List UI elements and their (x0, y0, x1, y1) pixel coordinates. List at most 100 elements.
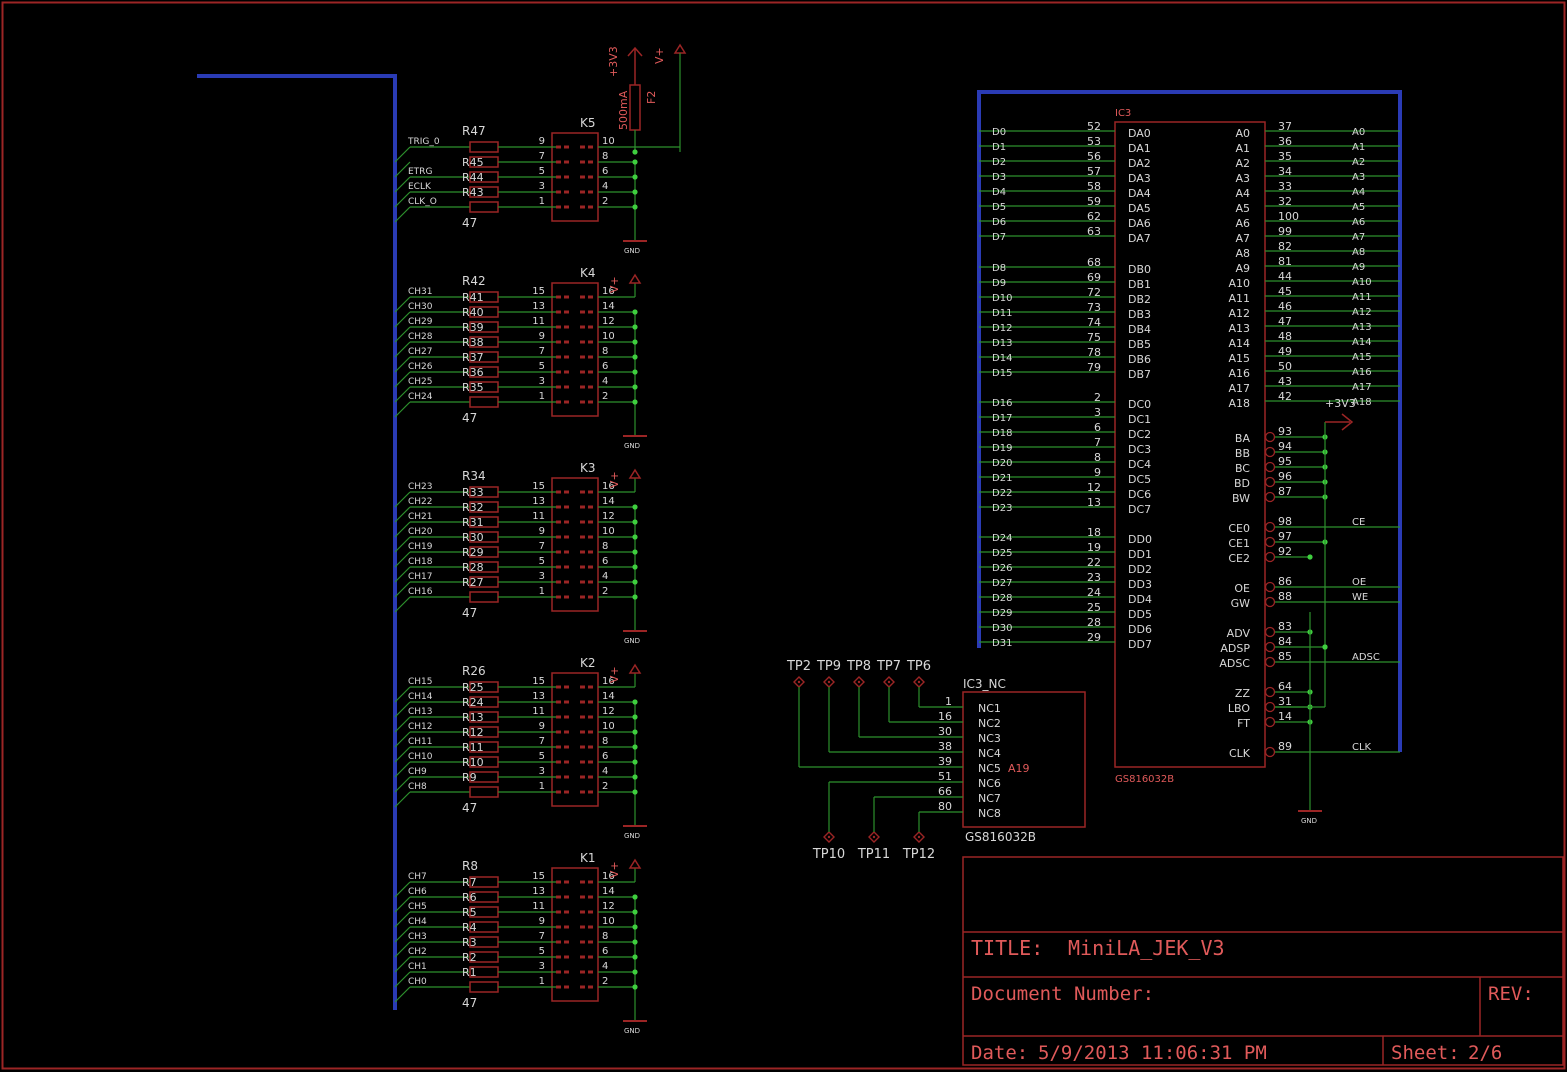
nc-pin-name: NC2 (978, 717, 1001, 730)
gnd-label: GND (624, 637, 640, 645)
fuse-value: 500mA (617, 90, 630, 130)
addr-pin-number: 49 (1278, 345, 1292, 358)
net-label: CH19 (408, 542, 433, 552)
resistor-name: R5 (462, 906, 477, 919)
pin-left: 3 (539, 181, 545, 192)
net-label: CH26 (408, 362, 433, 372)
vplus-symbol (628, 468, 642, 479)
bus-entry (394, 356, 411, 373)
data-pin-name: DC7 (1128, 503, 1151, 516)
sheet-label: Sheet: (1391, 1042, 1460, 1064)
data-pin-number: 6 (1094, 421, 1101, 434)
gnd-label: GND (624, 832, 640, 840)
nc-pin-number: 51 (938, 770, 952, 783)
vplus-label: V+ (608, 666, 621, 683)
junction-dot (1322, 644, 1328, 650)
pin-left: 7 (539, 346, 545, 357)
resistor-top-name: R34 (462, 469, 486, 483)
pin-left: 13 (532, 301, 545, 312)
ctrl-pin-number: 87 (1278, 485, 1292, 498)
addr-net-label: A16 (1352, 367, 1372, 378)
resistor-name: R29 (462, 546, 484, 559)
inverter-bubble (1264, 641, 1276, 653)
data-net-label: D16 (992, 398, 1012, 409)
addr-net-label: A17 (1352, 382, 1372, 393)
pin-left: 9 (539, 136, 545, 147)
pin-left: 11 (532, 316, 545, 327)
junction-dot (632, 369, 638, 375)
junction-dot (632, 504, 638, 510)
bus-entry (394, 206, 411, 223)
junction-dot (632, 729, 638, 735)
addr-net-label: A8 (1352, 247, 1365, 258)
sheet-value: 2/6 (1468, 1042, 1502, 1064)
testpoint-center (797, 680, 801, 684)
bus-entry (394, 386, 411, 403)
ctrl-pin-name: ADSP (1220, 642, 1250, 655)
bus-entry (394, 686, 411, 703)
nc-pin-name: NC5 (978, 762, 1001, 775)
data-pin-number: 24 (1087, 586, 1101, 599)
addr-pin-name: A5 (1235, 202, 1250, 215)
resistor-name: R37 (462, 351, 484, 364)
data-pin-number: 69 (1087, 271, 1101, 284)
pin-left: 5 (539, 361, 545, 372)
junction-dot (632, 324, 638, 330)
pin-right: 4 (602, 961, 608, 972)
net-label: CH14 (408, 692, 433, 702)
ctrl-pin-number: 93 (1278, 425, 1292, 438)
data-pin-number: 25 (1087, 601, 1101, 614)
testpoint-symbol (913, 831, 925, 843)
junction-dot (632, 399, 638, 405)
resistor-name: R4 (462, 921, 477, 934)
pin-left: 1 (539, 586, 545, 597)
inverter-bubble (1264, 431, 1276, 443)
junction-dot (632, 759, 638, 765)
data-net-label: D10 (992, 293, 1012, 304)
pin-left: 13 (532, 496, 545, 507)
data-pin-name: DC2 (1128, 428, 1151, 441)
testpoint-center (917, 680, 921, 684)
inverter-bubble (1264, 491, 1276, 503)
ctrl-pin-number: 83 (1278, 620, 1292, 633)
addr-pin-name: A16 (1228, 367, 1250, 380)
bus-entry (394, 776, 411, 793)
pin-right: 8 (602, 541, 608, 552)
junction-dot (632, 594, 638, 600)
resistor-name: R7 (462, 876, 477, 889)
ic3-bus (977, 90, 1402, 752)
testpoint-center (857, 680, 861, 684)
connector-name: K4 (580, 266, 596, 280)
bus-entry (394, 311, 411, 328)
ic3-nc-body (962, 691, 1086, 828)
nc-pin-name: NC6 (978, 777, 1001, 790)
testpoint-label: TP12 (902, 847, 935, 862)
pin-right: 8 (602, 736, 608, 747)
bus-entry (394, 401, 411, 418)
ctrl-net-label: WE (1352, 592, 1368, 603)
addr-pin-name: A15 (1228, 352, 1250, 365)
nc-pin-number: 30 (938, 725, 952, 738)
left-bus (197, 74, 397, 1010)
ctrl-pin-number: 85 (1278, 650, 1292, 663)
bus-entry (394, 566, 411, 583)
bus-entry (394, 296, 411, 313)
junction-dot (632, 579, 638, 585)
addr-pin-name: A4 (1235, 187, 1250, 200)
bus-entry (394, 941, 411, 958)
net-label: CH12 (408, 722, 433, 732)
connector-name: K1 (580, 851, 596, 865)
data-net-label: D1 (992, 142, 1006, 153)
bus-entry (394, 911, 411, 928)
junction-dot (632, 909, 638, 915)
addr-pin-name: A3 (1235, 172, 1250, 185)
junction-dot (632, 204, 638, 210)
pin-left: 5 (539, 946, 545, 957)
resistor-name: R41 (462, 291, 484, 304)
data-pin-name: DC0 (1128, 398, 1151, 411)
pin-right: 2 (602, 196, 608, 207)
ic3-nc-symbol: IC3_NC GS816032B A19 (962, 677, 1086, 844)
data-pin-number: 8 (1094, 451, 1101, 464)
ic3-nc-pins: 1NC116NC230NC338NC439NC551NC666NC780NC8T… (786, 659, 1001, 862)
